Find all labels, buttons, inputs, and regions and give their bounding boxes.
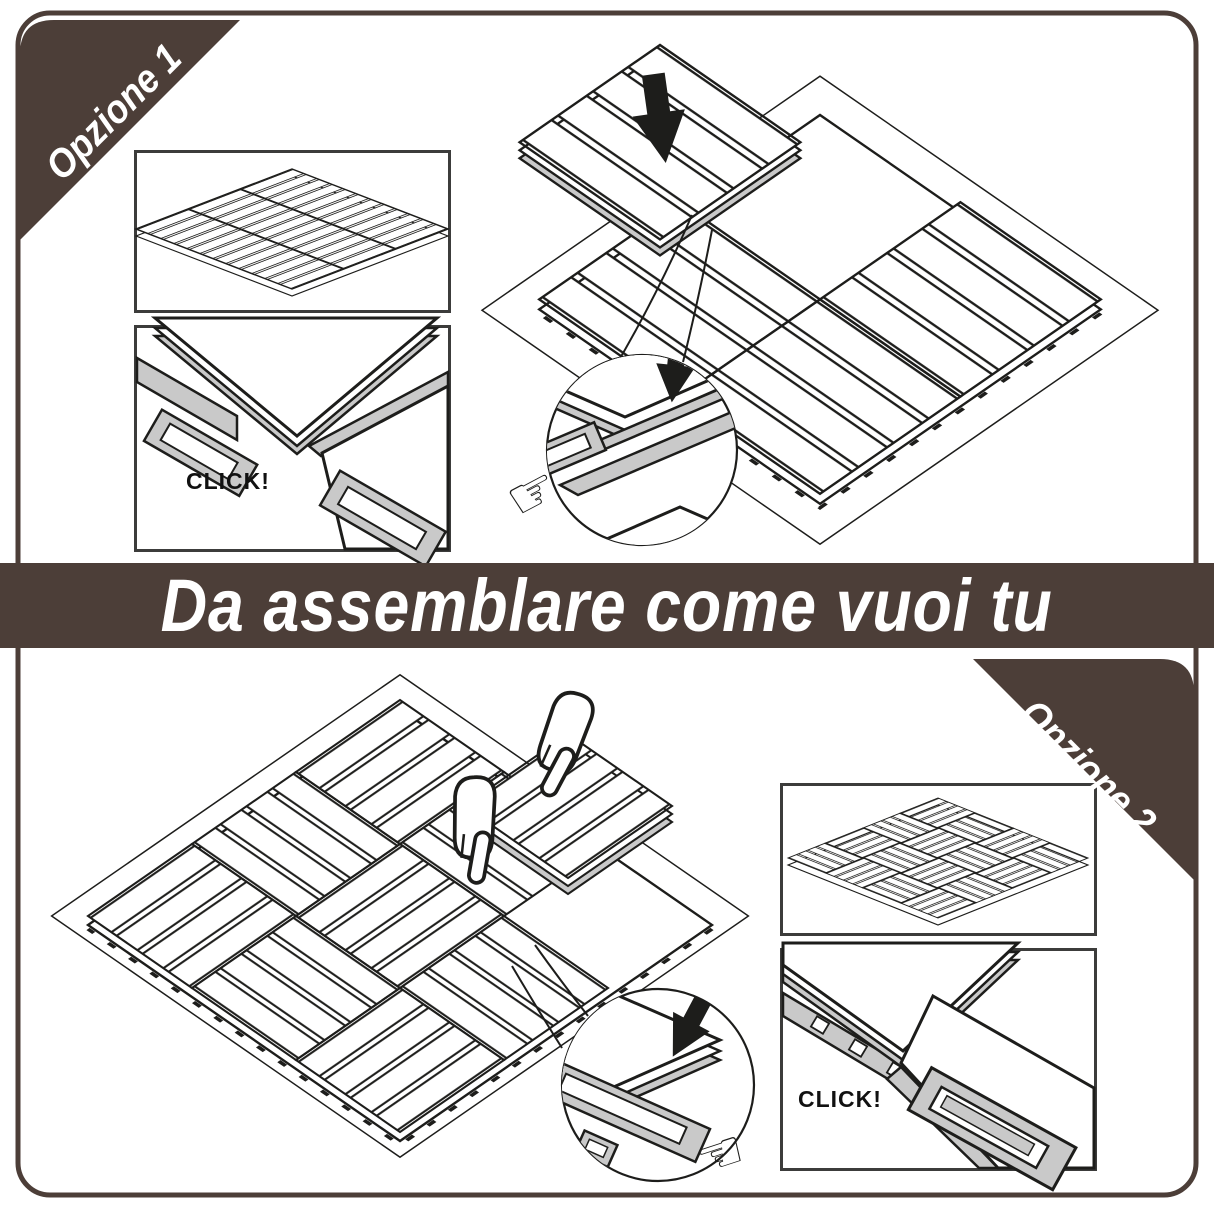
- illustration-option1-assembly: ☞: [480, 43, 1160, 547]
- title-band: Da assemblare come vuoi tu: [0, 563, 1214, 648]
- illustration-option2-assembly: ☜: [50, 673, 756, 1191]
- click-detail-1-illustration: [135, 316, 450, 569]
- box-click-detail-2: [780, 941, 1097, 1192]
- click-label: CLICK!: [186, 468, 270, 494]
- title-band-text: Da assemblare come vuoi tu: [160, 564, 1054, 647]
- click-detail-2-illustration: [781, 941, 1096, 1192]
- box-pattern-checker: [780, 783, 1097, 936]
- box-click-detail-1: [134, 316, 451, 569]
- pattern-checker-illustration: [786, 797, 1090, 926]
- pattern-parallel-illustration: [133, 168, 451, 297]
- click-label: CLICK!: [798, 1086, 882, 1112]
- box-pattern-parallel: [133, 150, 451, 313]
